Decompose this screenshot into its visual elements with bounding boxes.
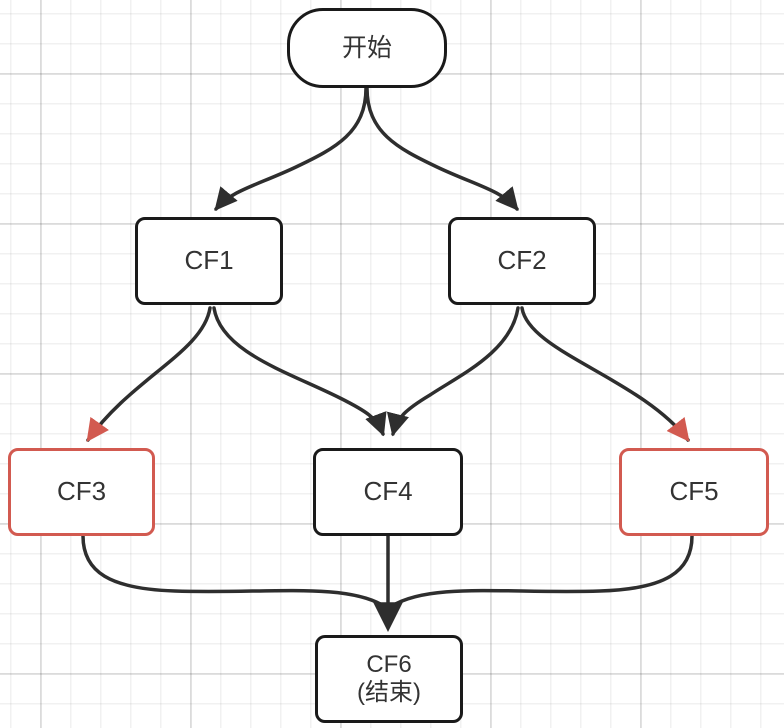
edge-cf1-cf3 [86, 306, 212, 442]
node-cf1: CF1 [135, 217, 283, 305]
node-cf5-label: CF5 [669, 476, 719, 507]
node-cf2: CF2 [448, 217, 596, 305]
node-cf6: CF6 (结束) [315, 635, 463, 723]
edge-cf3-cf6 [81, 534, 386, 608]
node-start-label: 开始 [341, 33, 392, 62]
edge-start-cf1 [214, 86, 368, 211]
node-start: 开始 [287, 8, 447, 88]
node-cf4: CF4 [313, 448, 463, 536]
edge-cf2-cf4 [386, 306, 520, 437]
node-cf1-label: CF1 [184, 245, 234, 276]
node-cf2-label: CF2 [497, 245, 547, 276]
edge-cf2-cf5 [520, 306, 690, 442]
edge-start-cf2 [365, 86, 519, 211]
edge-cf1-cf4 [212, 306, 387, 437]
node-cf3: CF3 [8, 448, 155, 536]
node-cf3-label: CF3 [56, 476, 107, 507]
edge-cf5-cf6 [390, 534, 694, 608]
node-cf6-label: CF6 [366, 651, 412, 679]
node-cf4-label: CF4 [363, 476, 413, 507]
node-cf5: CF5 [619, 448, 769, 536]
node-cf6-sublabel: (结束) [357, 679, 421, 706]
